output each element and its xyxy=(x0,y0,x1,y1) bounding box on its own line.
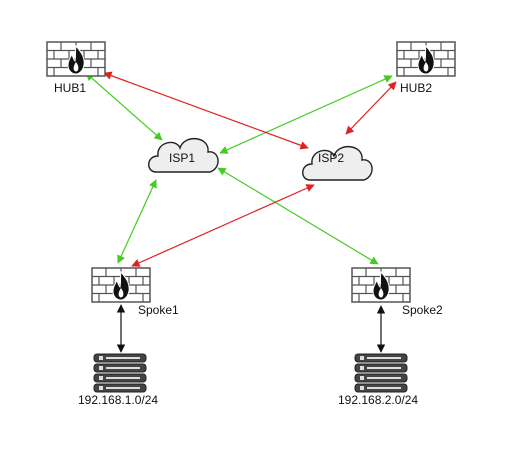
spoke1-node: Spoke1 xyxy=(91,267,179,317)
isp1-label: ISP1 xyxy=(169,151,195,165)
lan1-node: 192.168.1.0/24 xyxy=(78,353,158,407)
isp1-node: ISP1 xyxy=(148,137,219,173)
lan2-node: 192.168.2.0/24 xyxy=(338,353,418,407)
spoke2-label: Spoke2 xyxy=(402,303,443,317)
link-hub1-isp1 xyxy=(85,72,163,141)
server-icon xyxy=(354,353,408,393)
firewall-icon xyxy=(91,267,151,303)
isp2-label: ISP2 xyxy=(318,151,344,165)
link-spoke1-isp2 xyxy=(131,184,315,267)
link-hub2-isp2 xyxy=(345,81,397,135)
spoke2-node: Spoke2 xyxy=(351,267,443,317)
firewall-icon xyxy=(396,41,456,77)
lan1-label: 192.168.1.0/24 xyxy=(78,393,158,407)
link-hub1-isp2 xyxy=(103,71,309,150)
hub2-label: HUB2 xyxy=(400,81,432,95)
link-hub2-isp1 xyxy=(219,75,393,154)
isp2-node: ISP2 xyxy=(302,145,373,181)
firewall-icon xyxy=(351,267,411,303)
lan2-label: 192.168.2.0/24 xyxy=(338,393,418,407)
link-spoke2-isp1 xyxy=(217,167,379,265)
server-icon xyxy=(93,353,147,393)
hub1-label: HUB1 xyxy=(54,81,86,95)
spoke1-label: Spoke1 xyxy=(138,303,179,317)
hub1-node: HUB1 xyxy=(46,41,106,95)
link-spoke1-isp1 xyxy=(117,179,157,264)
firewall-icon xyxy=(46,41,106,77)
hub2-node: HUB2 xyxy=(396,41,456,95)
